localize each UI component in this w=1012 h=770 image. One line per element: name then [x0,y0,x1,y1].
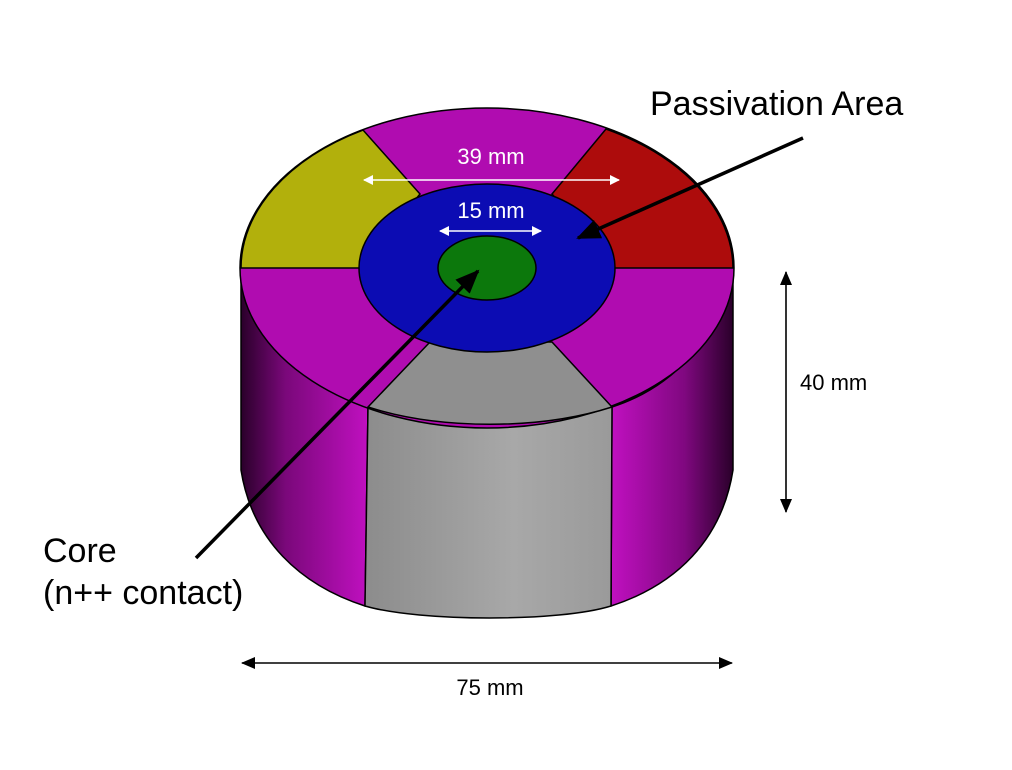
core-pointer-arrow [194,269,480,560]
diameter-dimension-label: 75 mm [456,675,523,700]
core-contact [437,235,537,301]
inner-dimension-label: 15 mm [457,198,524,223]
gray-side-face [364,406,613,619]
core-label-line2: (n++ contact) [43,574,243,612]
outer-dimension-label: 39 mm [457,144,524,169]
height-dimension-label: 40 mm [800,370,867,395]
passivation-label: Passivation Area [650,85,903,123]
core-label-line1: Core [43,532,117,570]
cylinder-top [239,107,735,429]
segment-gray-top [366,341,614,425]
passivation-pointer-arrow [576,136,804,240]
